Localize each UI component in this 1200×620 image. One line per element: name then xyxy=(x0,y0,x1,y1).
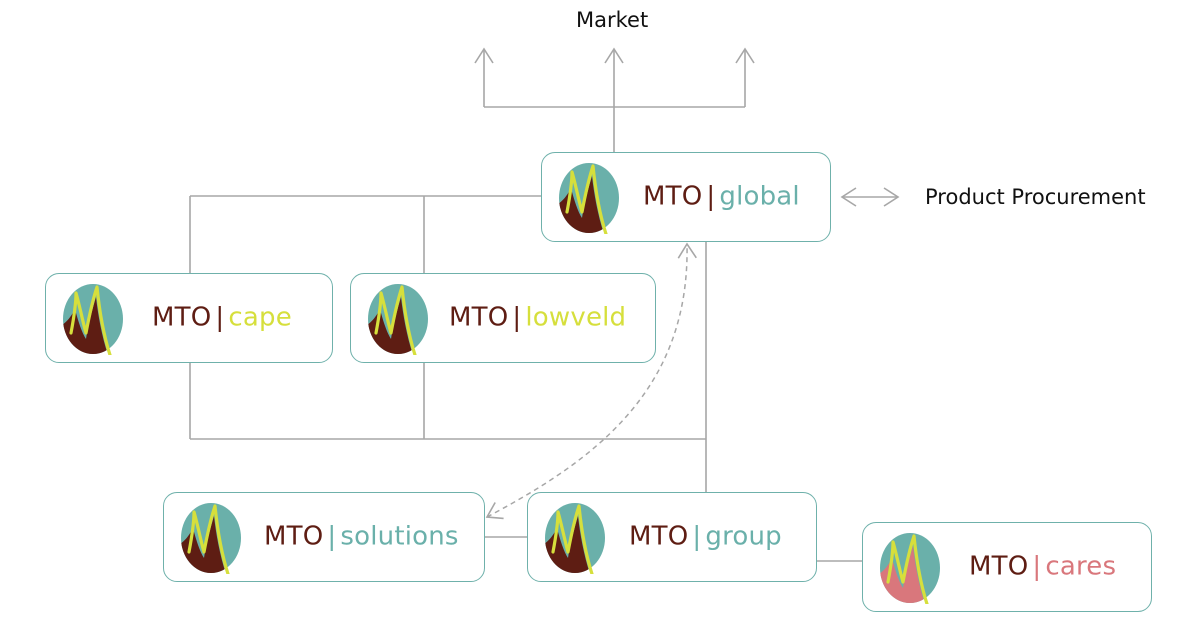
brand-name: group xyxy=(705,521,782,552)
market-label: Market xyxy=(576,8,649,32)
brand-prefix: MTO xyxy=(643,181,703,212)
brand-separator: | xyxy=(1032,551,1042,582)
brand-separator: | xyxy=(706,181,716,212)
node-label: MTO|cares xyxy=(969,551,1116,581)
brand-name: solutions xyxy=(340,521,459,552)
node-label: MTO|lowveld xyxy=(449,302,626,332)
brand-name: lowveld xyxy=(525,302,627,333)
mto-logo-icon xyxy=(544,500,606,574)
brand-name: global xyxy=(719,181,800,212)
mto-logo-icon xyxy=(180,500,242,574)
brand-prefix: MTO xyxy=(264,521,324,552)
dashed-arrow-icon xyxy=(485,242,697,520)
node-label: MTO|cape xyxy=(152,302,292,332)
brand-separator: | xyxy=(215,302,225,333)
node-label: MTO|global xyxy=(643,181,800,211)
mto-logo-icon xyxy=(558,160,620,234)
mto-logo-icon xyxy=(367,281,429,355)
node-group[interactable]: MTO|group xyxy=(527,492,817,582)
node-lowveld[interactable]: MTO|lowveld xyxy=(350,273,656,363)
brand-prefix: MTO xyxy=(449,302,509,333)
brand-prefix: MTO xyxy=(629,521,689,552)
brand-separator: | xyxy=(692,521,702,552)
brand-prefix: MTO xyxy=(152,302,212,333)
mto-logo-icon xyxy=(62,281,124,355)
node-label: MTO|group xyxy=(629,521,782,551)
node-cape[interactable]: MTO|cape xyxy=(45,273,333,363)
procurement-label: Product Procurement xyxy=(925,185,1146,209)
mto-logo-icon xyxy=(879,530,941,604)
brand-name: cares xyxy=(1045,551,1117,582)
market-arrows xyxy=(474,47,755,152)
node-global[interactable]: MTO|global xyxy=(541,152,831,242)
node-cares[interactable]: MTO|cares xyxy=(862,522,1152,612)
node-label: MTO|solutions xyxy=(264,521,459,551)
brand-name: cape xyxy=(228,302,292,333)
brand-separator: | xyxy=(327,521,337,552)
node-solutions[interactable]: MTO|solutions xyxy=(163,492,485,582)
brand-separator: | xyxy=(512,302,522,333)
brand-prefix: MTO xyxy=(969,551,1029,582)
